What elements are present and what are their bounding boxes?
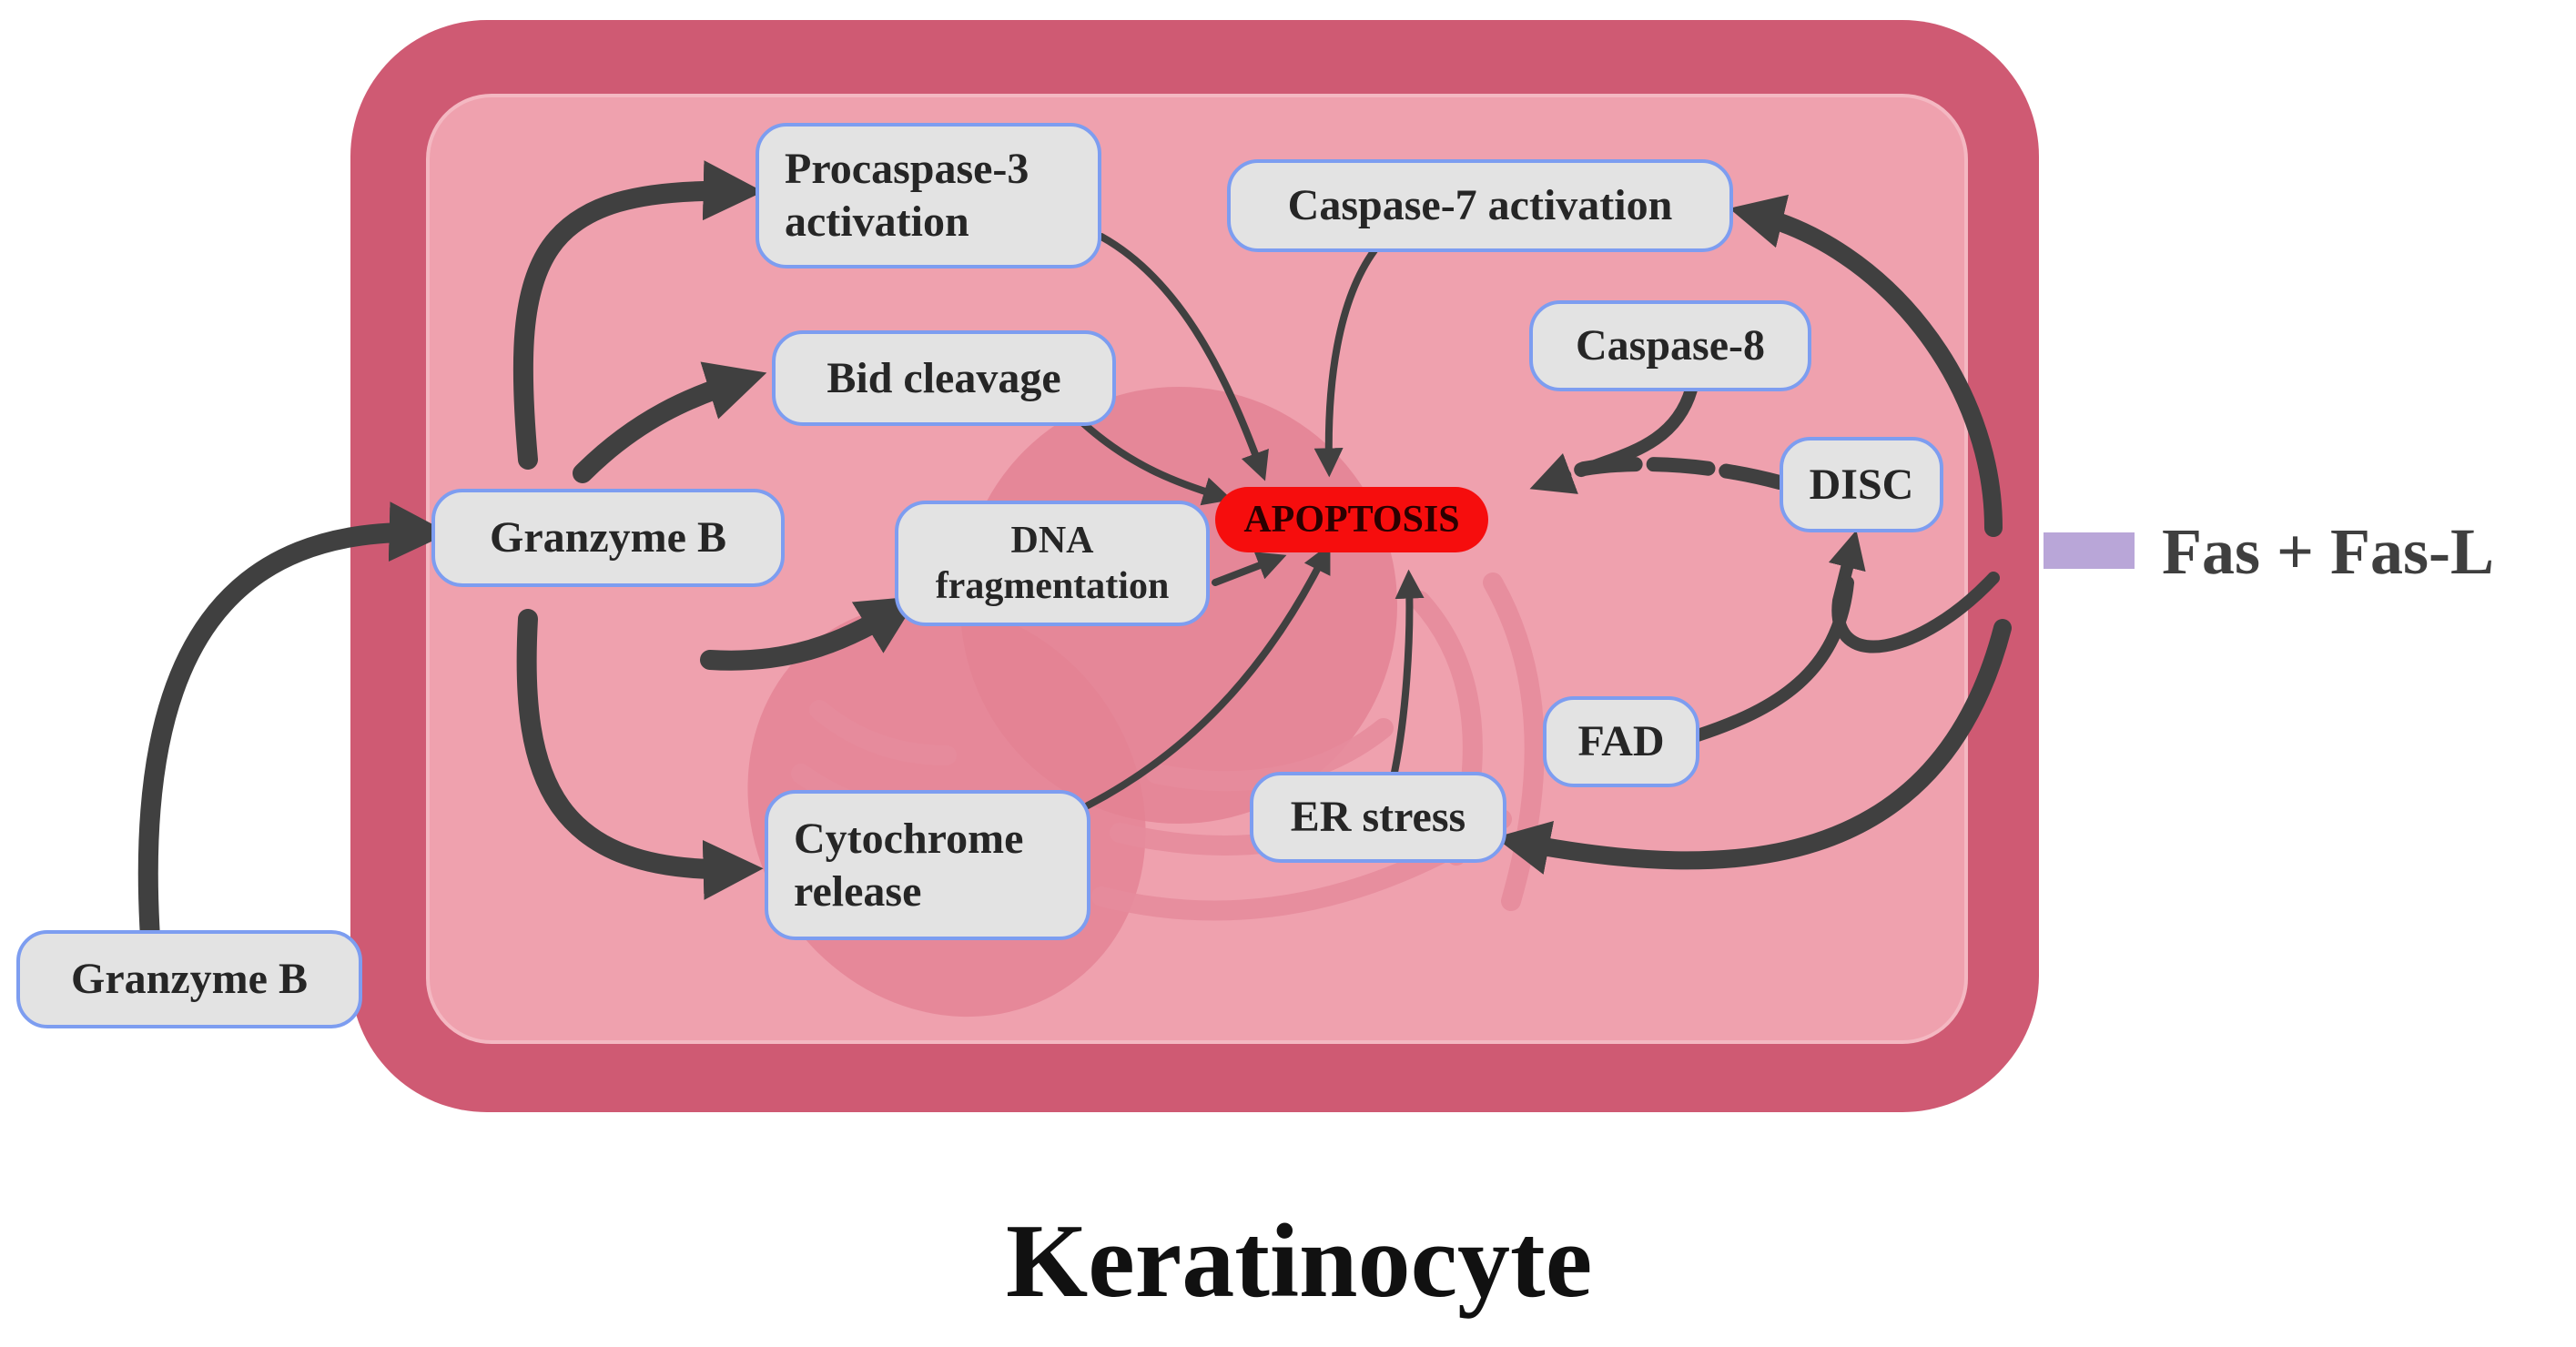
node-procaspase3: Procaspase-3 activation [756,123,1101,268]
node-dna-fragmentation: DNA fragmentation [895,501,1210,626]
arrow-fad-disc [1691,576,1854,742]
arrow-dna-apoptosis [1212,552,1287,586]
fas-label: Fas + Fas-L [2162,515,2495,588]
arrow-bid-apoptosis [1080,420,1232,506]
arrow-to-cytochrome [516,609,764,900]
node-disc: DISC [1780,437,1943,532]
arrow-to-dna [700,596,919,671]
node-apoptosis: APOPTOSIS [1215,487,1488,552]
node-granzyme-inside: Granzyme B [431,489,785,587]
node-granzyme-outside: Granzyme B [16,930,362,1028]
arrow-granzyme-entry [137,501,450,947]
node-caspase8: Caspase-8 [1529,300,1811,391]
arrow-fas-er [1495,619,2012,875]
diagram-title: Keratinocyte [1006,1203,1593,1320]
node-fad: FAD [1543,696,1699,787]
node-er-stress: ER stress [1250,772,1506,863]
arrow-to-bid [573,361,767,483]
node-cytochrome-release: Cytochrome release [765,790,1090,940]
arrow-cytochrome-apoptosis [1084,543,1331,809]
arrow-procaspase3-apoptosis [1098,233,1269,481]
arrow-caspase7-apoptosis [1313,247,1378,478]
node-bid-cleavage: Bid cleavage [772,330,1116,426]
fas-receptor [2044,532,2135,569]
arrow-fas-caspase7 [1729,194,2003,537]
arrow-to-procaspase3 [512,160,764,470]
arrow-er-apoptosis [1389,569,1425,785]
arrow-disc-apoptosis [1529,452,1787,494]
node-caspase7-activation: Caspase-7 activation [1227,159,1733,252]
